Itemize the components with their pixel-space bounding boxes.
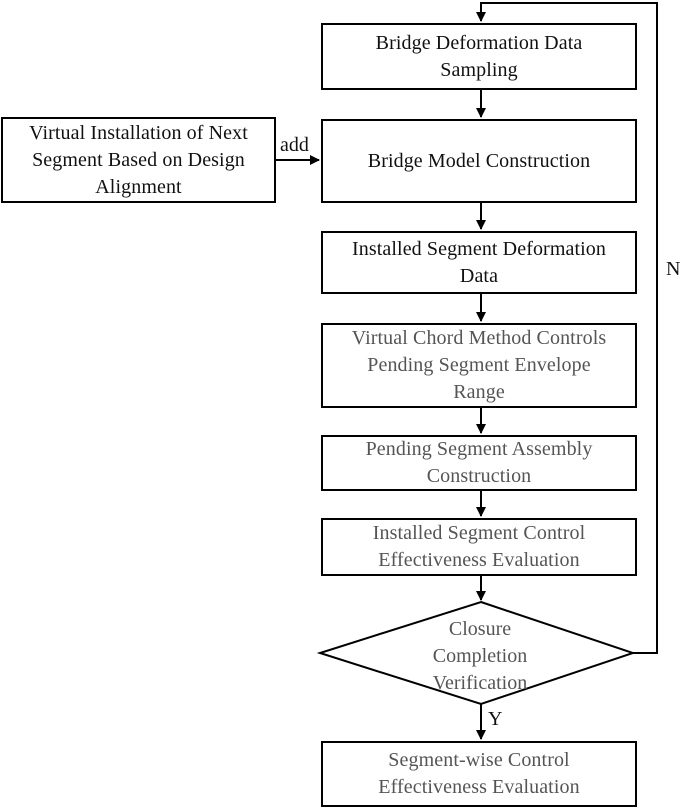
final-eval-line-2: Effectiveness Evaluation — [378, 776, 580, 798]
add-label: add — [280, 134, 309, 156]
bridge-deformation-sampling-box: Bridge Deformation Data Sampling — [321, 23, 637, 90]
virtual-install-line-3: Alignment — [95, 175, 182, 198]
sampling-line-2: Sampling — [440, 58, 518, 81]
assembly-line-1: Pending Segment Assembly — [365, 438, 593, 460]
virtual-installation-box: Virtual Installation of Next Segment Bas… — [1, 117, 276, 203]
closure-line-2: Completion — [432, 645, 528, 667]
chord-line-2: Pending Segment Envelope — [367, 354, 591, 376]
chord-line-1: Virtual Chord Method Controls — [351, 327, 607, 349]
virtual-chord-method-box: Virtual Chord Method Controls Pending Se… — [321, 323, 637, 408]
closure-decision-diamond — [316, 600, 637, 706]
assembly-line-2: Construction — [426, 465, 532, 487]
pending-segment-assembly-box: Pending Segment Assembly Construction — [321, 435, 637, 491]
installed-segment-deformation-box: Installed Segment Deformation Data — [321, 231, 637, 294]
final-eval-line-1: Segment-wise Control — [388, 749, 570, 771]
installed-data-line-1: Installed Segment Deformation — [352, 237, 606, 260]
segment-wise-control-eval-box: Segment-wise Control Effectiveness Evalu… — [321, 741, 637, 807]
chord-line-3: Range — [453, 381, 505, 403]
yes-label: Y — [488, 708, 503, 730]
closure-decision-text: Closure Completion Verification — [380, 616, 580, 697]
virtual-install-line-2: Segment Based on Design — [32, 148, 245, 171]
arrow-closure-loop-back — [476, 2, 658, 654]
installed-segment-control-eval-box: Installed Segment Control Effectiveness … — [321, 518, 637, 576]
sampling-line-1: Bridge Deformation Data — [375, 31, 583, 54]
closure-line-3: Verification — [432, 672, 528, 694]
installed-data-line-2: Data — [459, 264, 499, 287]
model-line-1: Bridge Model Construction — [367, 149, 591, 172]
closure-line-1: Closure — [448, 618, 512, 640]
control-eval-line-2: Effectiveness Evaluation — [378, 549, 580, 571]
control-eval-line-1: Installed Segment Control — [372, 522, 586, 544]
virtual-install-line-1: Virtual Installation of Next — [29, 121, 248, 144]
bridge-model-construction-box: Bridge Model Construction — [321, 119, 637, 203]
no-label: N — [666, 258, 681, 280]
